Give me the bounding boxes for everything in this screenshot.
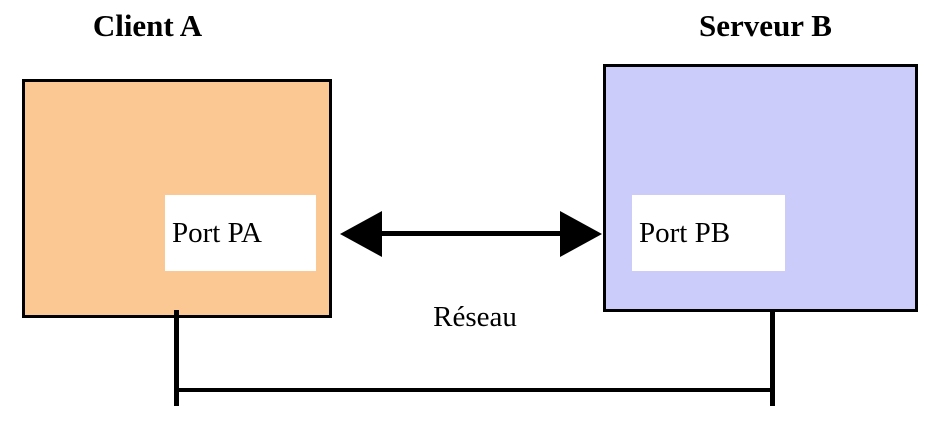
network-double-arrow-icon (340, 211, 602, 257)
serveur-title: Serveur B (699, 8, 832, 43)
serveur-host-box (603, 64, 918, 312)
bracket-horizontal-line (174, 388, 775, 392)
port-pb-label: Port PB (639, 216, 731, 249)
port-pb-box: Port PB (632, 195, 785, 271)
port-pa-label: Port PA (172, 216, 263, 249)
network-label: Réseau (433, 301, 517, 333)
bracket-left-vertical-line (174, 310, 179, 406)
client-title: Client A (92, 8, 203, 43)
bracket-right-vertical-line (770, 312, 775, 406)
port-pa-box: Port PA (165, 195, 316, 271)
